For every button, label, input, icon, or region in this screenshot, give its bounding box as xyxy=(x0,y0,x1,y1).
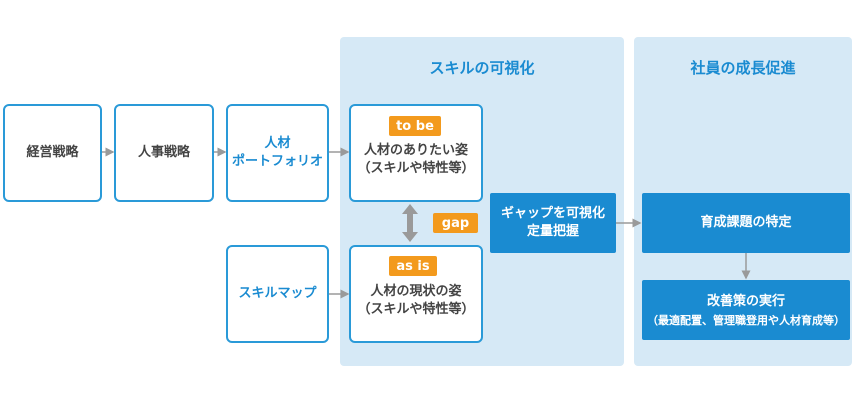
talent-portfolio-line-2: ポートフォリオ xyxy=(231,154,323,169)
development-issue-box: 育成課題の特定 xyxy=(642,193,850,253)
to-be-tag: to be xyxy=(389,116,441,136)
as-is-line-2: （スキルや特性等） xyxy=(357,302,475,317)
hr-strategy-box: 人事戦略 xyxy=(114,104,214,202)
gap-double-arrow xyxy=(402,204,418,242)
employee-growth-title: 社員の成長促進 xyxy=(690,59,796,77)
as-is-line-1: 人材の現状の姿 xyxy=(370,284,462,299)
gap-box-line-1: ギャップを可視化 xyxy=(500,206,605,221)
as-is-box: 人材の現状の姿 （スキルや特性等） xyxy=(349,245,483,343)
gap-visualization-box: ギャップを可視化 定量把握 xyxy=(490,193,616,253)
development-issue-label: 育成課題の特定 xyxy=(700,215,792,230)
gap-box-line-2: 定量把握 xyxy=(526,224,579,239)
talent-portfolio-box: 人材 ポートフォリオ xyxy=(226,104,329,202)
improvement-sub: （最適配置、管理職登用や人材育成等） xyxy=(647,313,845,327)
management-strategy-label: 経営戦略 xyxy=(26,145,79,160)
as-is-tag: as is xyxy=(389,256,437,276)
talent-portfolio-line-1: 人材 xyxy=(264,136,291,151)
gap-tag: gap xyxy=(433,213,478,233)
hr-strategy-label: 人事戦略 xyxy=(137,145,190,160)
skill-map-label: スキルマップ xyxy=(238,286,317,301)
to-be-line-2: （スキルや特性等） xyxy=(357,161,475,176)
skill-map-box: スキルマップ xyxy=(226,245,329,343)
improvement-title: 改善策の実行 xyxy=(706,293,785,309)
management-strategy-box: 経営戦略 xyxy=(3,104,102,202)
skill-visualization-title: スキルの可視化 xyxy=(429,59,535,77)
to-be-line-1: 人材のありたい姿 xyxy=(363,143,468,158)
improvement-box: 改善策の実行 （最適配置、管理職登用や人材育成等） xyxy=(642,280,850,340)
